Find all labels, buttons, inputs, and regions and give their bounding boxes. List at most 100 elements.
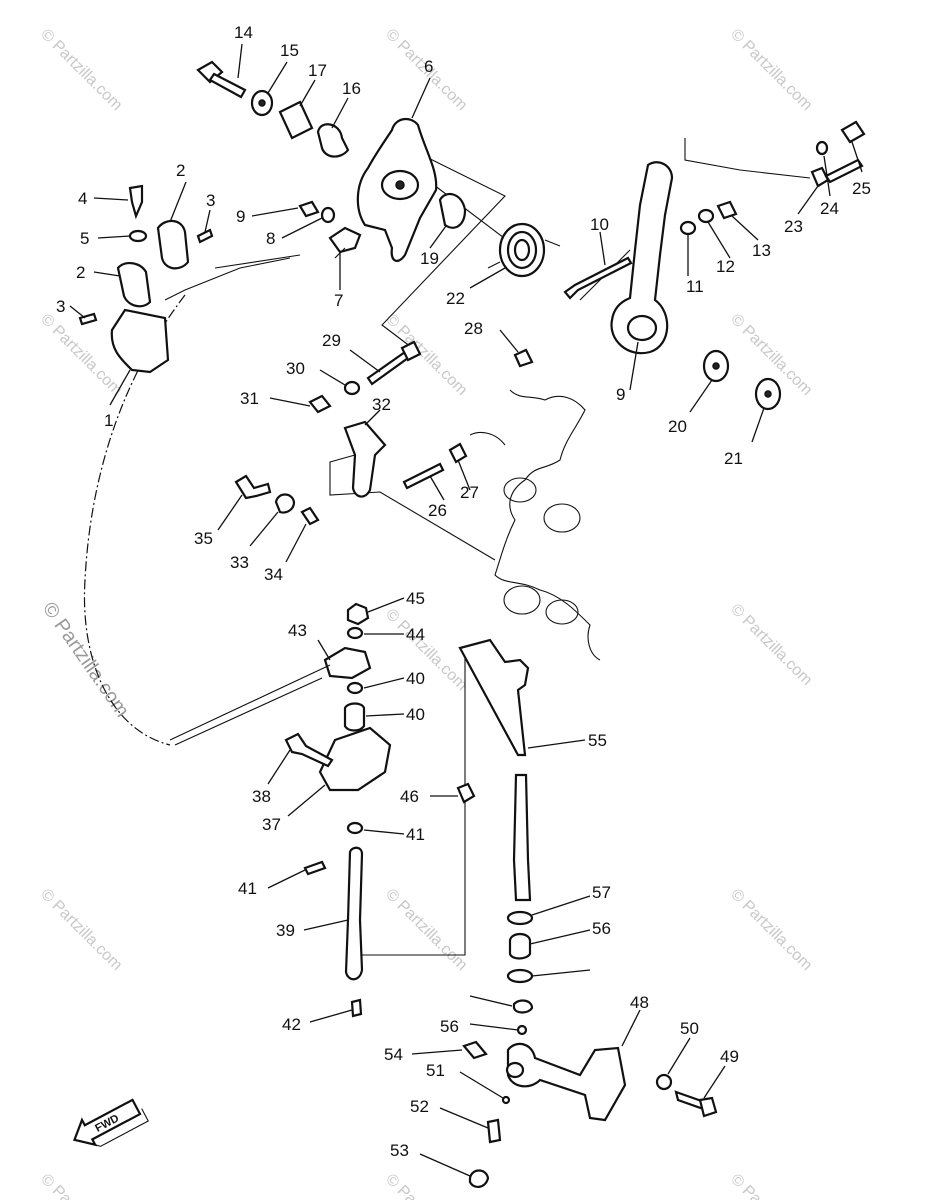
callout-13: 12 bbox=[716, 257, 735, 276]
part-44-nut bbox=[346, 602, 370, 626]
part-9-nut bbox=[298, 200, 320, 218]
callout-8: 8 bbox=[266, 229, 275, 248]
callout-3: 3 bbox=[206, 191, 215, 210]
watermark: © Partzilla.com bbox=[382, 886, 470, 974]
callout-18: 17 bbox=[308, 61, 327, 80]
part-57-clip bbox=[512, 999, 534, 1014]
callout-21: 21 bbox=[724, 449, 743, 468]
part-43-washer bbox=[346, 626, 364, 640]
part-49-ball bbox=[501, 1095, 511, 1105]
callout-42: 43 bbox=[288, 621, 307, 640]
callout-51: 53 bbox=[390, 1141, 409, 1160]
watermark: © Partzilla.com bbox=[382, 606, 470, 694]
callout-3: 3 bbox=[56, 297, 65, 316]
part-8-washer bbox=[320, 206, 336, 224]
watermark: © Partzilla.com bbox=[727, 886, 815, 974]
part-24-nut bbox=[815, 140, 829, 156]
callout-47: 49 bbox=[720, 1047, 739, 1066]
callout-27: 27 bbox=[460, 483, 479, 502]
part-7-joint bbox=[328, 226, 362, 254]
callout-33: 33 bbox=[230, 553, 249, 572]
callout-25: 25 bbox=[852, 179, 871, 198]
part-39-bushing bbox=[343, 702, 366, 732]
callout-17: 16 bbox=[342, 79, 361, 98]
fwd-arrow: FWD bbox=[72, 1098, 149, 1147]
part-56-washer bbox=[506, 968, 534, 984]
callout-22: 22 bbox=[446, 289, 465, 308]
part-14-collar bbox=[716, 200, 738, 220]
part-17-bushing bbox=[316, 123, 350, 158]
callout-24: 24 bbox=[820, 199, 839, 218]
part-11-screw bbox=[563, 256, 633, 300]
part-56-washer bbox=[506, 910, 534, 926]
watermark: © Partzilla.com bbox=[727, 1171, 815, 1200]
callout-2: 2 bbox=[176, 161, 185, 180]
parts bbox=[78, 60, 866, 1188]
part-40-washer bbox=[346, 681, 364, 695]
callout-1: 1 bbox=[104, 411, 113, 430]
part-34-clip bbox=[300, 506, 320, 526]
part-19-cam bbox=[438, 192, 467, 229]
part-46-lever bbox=[506, 1042, 627, 1122]
callout-20: 20 bbox=[668, 417, 687, 436]
callout-41: 42 bbox=[282, 1015, 301, 1034]
callout-30: 30 bbox=[286, 359, 305, 378]
part-37-bolt bbox=[284, 732, 334, 768]
watermark: © Partzilla.com bbox=[37, 26, 125, 114]
callout-19: 19 bbox=[420, 249, 439, 268]
callout-26: 26 bbox=[428, 501, 447, 520]
part-35-bolt bbox=[234, 474, 272, 500]
callout-labels: 14 15 17 16 6 2 3 4 5 2 3 1 9 8 7 19 22 … bbox=[56, 23, 871, 1160]
callout-6: 6 bbox=[424, 57, 433, 76]
callout-11: 10 bbox=[590, 215, 609, 234]
part-26-screw bbox=[402, 462, 445, 490]
callout-28: 28 bbox=[464, 319, 483, 338]
callout-55: 56 bbox=[592, 919, 611, 938]
callout-41: 41 bbox=[238, 879, 257, 898]
part-36-bracket bbox=[318, 726, 392, 792]
callout-12: 11 bbox=[686, 277, 704, 296]
part-18-collar bbox=[278, 100, 314, 140]
callout-5: 5 bbox=[80, 229, 89, 248]
part-28-nut bbox=[513, 348, 534, 368]
part-1-bracket bbox=[110, 308, 170, 374]
callout-10: 9 bbox=[616, 385, 625, 404]
part-10-lever bbox=[610, 161, 674, 355]
part-53-rod bbox=[458, 638, 530, 757]
part-12-spring bbox=[679, 220, 697, 236]
callout-56: 57 bbox=[592, 883, 611, 902]
callout-40: 40 bbox=[406, 669, 425, 688]
callout-9: 9 bbox=[236, 207, 245, 226]
part-32-lever bbox=[343, 420, 387, 498]
callout-35: 35 bbox=[194, 529, 213, 548]
part-41-pin bbox=[350, 998, 363, 1018]
watermark: © Partzilla.com bbox=[37, 1171, 125, 1200]
part-33-screw bbox=[274, 493, 296, 514]
part-15-bolt bbox=[196, 60, 247, 99]
watermark: © Partzilla.com bbox=[727, 26, 815, 114]
part-40-washer bbox=[346, 821, 364, 835]
part-51-plug bbox=[468, 1169, 490, 1188]
callout-16: 15 bbox=[280, 41, 299, 60]
part-30-nut bbox=[343, 380, 361, 396]
part-13-nut bbox=[697, 208, 715, 224]
callout-43: 44 bbox=[406, 625, 425, 644]
callout-31: 31 bbox=[240, 389, 259, 408]
callout-46: 48 bbox=[630, 993, 649, 1012]
callout-4: 4 bbox=[78, 189, 87, 208]
part-48-washer bbox=[655, 1073, 673, 1091]
part-52-screw bbox=[462, 1040, 488, 1060]
callout-7: 7 bbox=[334, 291, 343, 310]
part-38-lever bbox=[344, 846, 364, 981]
callout-52: 54 bbox=[384, 1045, 403, 1064]
leader-lines bbox=[69, 43, 863, 1177]
callout-49: 51 bbox=[426, 1061, 445, 1080]
watermark: © Partzilla.com bbox=[382, 311, 470, 399]
part-54-ball bbox=[516, 1024, 528, 1036]
watermark: © Partzilla.com bbox=[727, 601, 815, 689]
callout-39: 40 bbox=[406, 705, 425, 724]
part-2-clamp bbox=[116, 262, 152, 308]
callout-54: 56 bbox=[440, 1017, 459, 1036]
callout-37: 38 bbox=[252, 787, 271, 806]
